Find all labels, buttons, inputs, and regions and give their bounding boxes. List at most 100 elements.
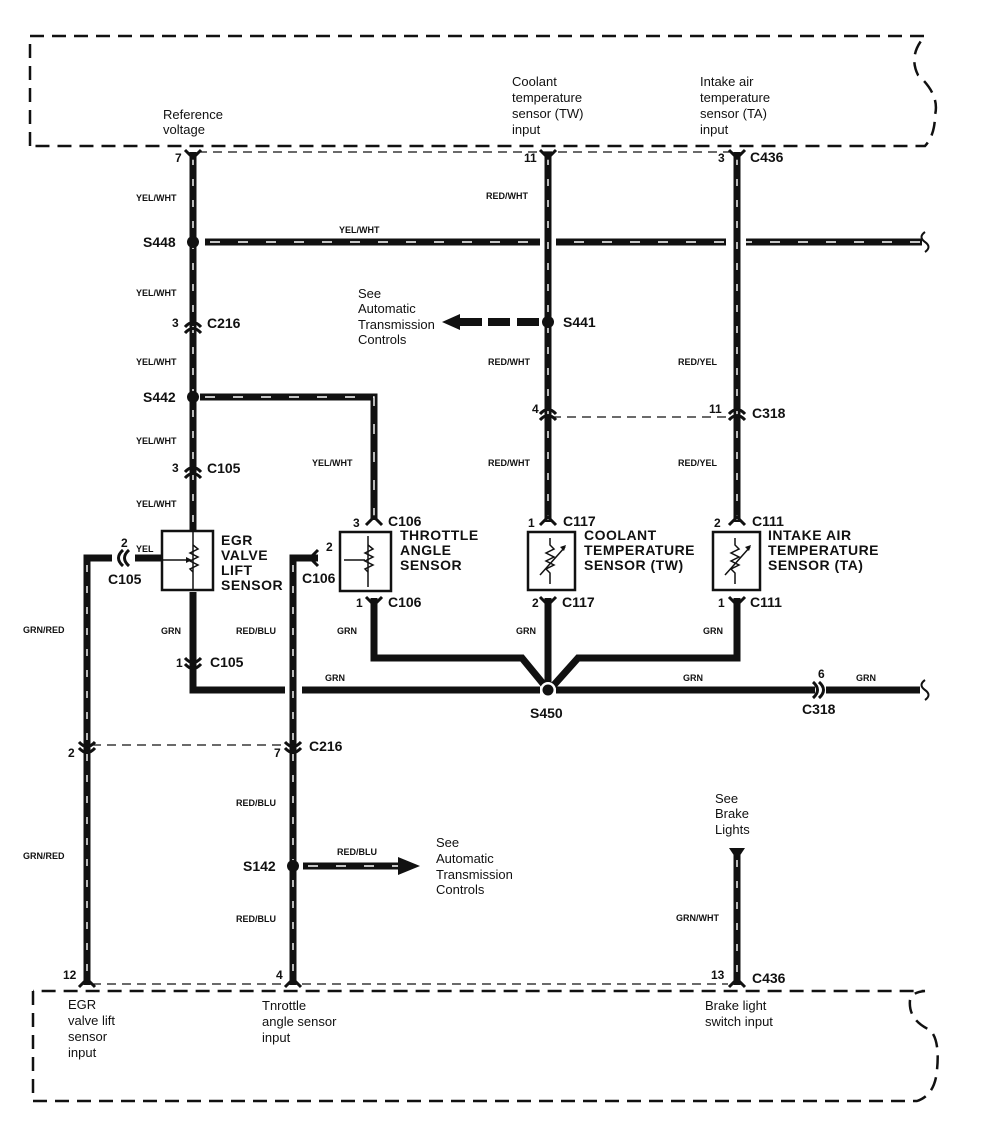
svg-text:input: input — [262, 1030, 291, 1045]
wire-label: RED/YEL — [678, 458, 718, 468]
reference-atc-1[interactable]: See Automatic Transmission Controls — [358, 286, 435, 347]
connector-c106-top: C106 — [388, 513, 422, 529]
svg-text:sensor (TA): sensor (TA) — [700, 106, 767, 121]
bottom-module-outline — [31, 989, 939, 1103]
pin-7: 7 — [175, 151, 182, 165]
svg-text:temperature: temperature — [512, 90, 582, 105]
pin-c106-1: 1 — [356, 596, 363, 610]
pin-11: 11 — [524, 151, 537, 165]
wire-red-blu-s142-branch — [303, 857, 420, 875]
pin-4-bottom: 4 — [276, 968, 283, 982]
pin-c216-2: 2 — [68, 746, 75, 760]
svg-text:EGR: EGR — [68, 997, 96, 1012]
svg-text:Transmission: Transmission — [436, 867, 513, 882]
splice-label-s142: S142 — [243, 858, 276, 874]
svg-text:Reference: Reference — [163, 107, 223, 122]
svg-text:See: See — [358, 286, 381, 301]
pin-c216-3: 3 — [172, 316, 179, 330]
pin-c111-2: 2 — [714, 516, 721, 530]
svg-text:angle sensor: angle sensor — [262, 1014, 337, 1029]
connector-c105-bottom: C105 — [210, 654, 244, 670]
bottom-label-throttle-input: Tnrottle angle sensor input — [262, 998, 337, 1045]
svg-text:Automatic: Automatic — [358, 301, 416, 316]
svg-text:Tnrottle: Tnrottle — [262, 998, 306, 1013]
reference-atc-2[interactable]: See Automatic Transmission Controls — [436, 835, 513, 897]
pin-c117-1: 1 — [528, 516, 535, 530]
connector-c105-side: C105 — [108, 571, 142, 587]
intake-air-temperature-sensor — [711, 530, 762, 592]
splice-s142 — [287, 860, 299, 872]
svg-text:Lights: Lights — [715, 822, 750, 837]
wire-red-blu — [289, 554, 318, 985]
svg-text:SENSOR (TA): SENSOR (TA) — [768, 557, 863, 573]
pin-c318-4: 4 — [532, 402, 539, 416]
svg-text:Controls: Controls — [436, 882, 485, 897]
svg-text:VALVE: VALVE — [221, 547, 268, 563]
wire-label: GRN/RED — [23, 625, 65, 635]
wire-label: RED/BLU — [236, 798, 276, 808]
svg-text:LIFT: LIFT — [221, 562, 253, 578]
connector-c216-top: C216 — [207, 315, 241, 331]
connector-c117-bottom: C117 — [562, 594, 595, 610]
svg-text:THROTTLE: THROTTLE — [400, 527, 479, 543]
top-module-outline — [28, 34, 938, 148]
svg-text:EGR: EGR — [221, 532, 253, 548]
svg-text:TEMPERATURE: TEMPERATURE — [768, 542, 879, 558]
wire-label: RED/BLU — [236, 626, 276, 636]
wire-label: RED/WHT — [486, 191, 528, 201]
wire-yel-wht-s442-branch — [200, 393, 378, 520]
connector-c318-grn: C318 — [802, 701, 836, 717]
svg-text:COOLANT: COOLANT — [584, 527, 657, 543]
pin-3: 3 — [718, 151, 725, 165]
splice-label-s441: S441 — [563, 314, 596, 330]
wire-grn-ta — [550, 598, 741, 689]
wire-label: YEL — [136, 544, 154, 554]
svg-text:temperature: temperature — [700, 90, 770, 105]
connector-c318: C318 — [752, 405, 786, 421]
svg-text:ANGLE: ANGLE — [400, 542, 452, 558]
top-label-intake-air-input: Intake air temperature sensor (TA) input — [700, 74, 770, 137]
svg-text:Brake: Brake — [715, 806, 749, 821]
wire-label: YEL/WHT — [136, 193, 177, 203]
wire-label: YEL/WHT — [136, 288, 177, 298]
wire-label: GRN — [325, 673, 345, 683]
svg-text:See: See — [436, 835, 459, 850]
wire-label: GRN — [337, 626, 357, 636]
pin-12: 12 — [63, 968, 77, 982]
wire-label: YEL/WHT — [136, 357, 177, 367]
wire-grn-wht — [729, 848, 745, 985]
pin-c106-2: 2 — [326, 540, 333, 554]
svg-text:See: See — [715, 791, 738, 806]
intake-air-sensor-label: INTAKE AIR TEMPERATURE SENSOR (TA) — [768, 527, 879, 573]
splice-label-s442: S442 — [143, 389, 176, 405]
bottom-label-egr-input: EGR valve lift sensor input — [68, 997, 115, 1060]
pin-13: 13 — [711, 968, 725, 982]
pin-c105-2: 2 — [121, 536, 128, 550]
reference-brake-lights[interactable]: See Brake Lights — [715, 791, 750, 837]
wire-label: RED/BLU — [236, 914, 276, 924]
svg-text:voltage: voltage — [163, 122, 205, 137]
wire-label: RED/WHT — [488, 458, 530, 468]
svg-text:Coolant: Coolant — [512, 74, 557, 89]
wire-grn-egr — [189, 592, 285, 694]
svg-text:sensor (TW): sensor (TW) — [512, 106, 584, 121]
wire-s441-branch — [442, 314, 539, 330]
connector-c106-side: C106 — [302, 570, 336, 586]
wire-break-symbol — [920, 231, 930, 253]
svg-text:SENSOR: SENSOR — [400, 557, 462, 573]
wire-label: GRN/RED — [23, 851, 65, 861]
egr-valve-lift-sensor — [160, 529, 215, 592]
svg-text:Brake light: Brake light — [705, 998, 767, 1013]
connector-c111-top: C111 — [752, 513, 784, 529]
coolant-temperature-sensor — [526, 530, 577, 592]
wire-label: YEL/WHT — [312, 458, 353, 468]
wire-grn-tps — [370, 598, 548, 689]
wire-label: YEL/WHT — [136, 499, 177, 509]
svg-text:Automatic: Automatic — [436, 851, 494, 866]
svg-text:Intake air: Intake air — [700, 74, 754, 89]
splice-s448 — [187, 236, 199, 248]
svg-text:SENSOR: SENSOR — [221, 577, 283, 593]
svg-text:Controls: Controls — [358, 332, 407, 347]
pin-c105-3: 3 — [172, 461, 179, 475]
wire-label: GRN — [161, 626, 181, 636]
